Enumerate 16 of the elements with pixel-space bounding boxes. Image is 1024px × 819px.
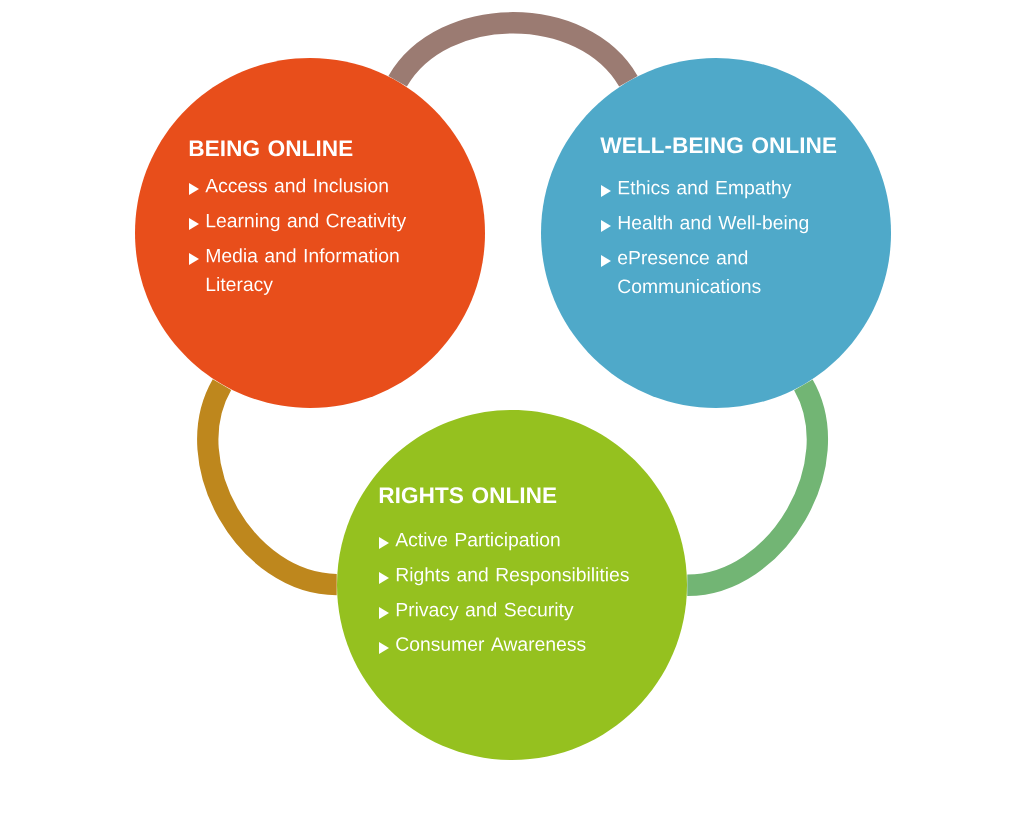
bullet-text: Media and Information Literacy [206, 248, 399, 295]
ring-segment [197, 380, 338, 596]
ring-segment [389, 12, 637, 88]
heading: BEING ONLINE [189, 140, 353, 157]
bullet-text: Active Participation [395, 532, 560, 551]
heading: RIGHTS ONLINE [379, 487, 557, 504]
bullet-text: Rights and Responsibilities [396, 567, 629, 586]
bullet-text: Privacy and Security [396, 602, 574, 621]
bullet-text: Learning and Creativity [206, 213, 407, 232]
bullet-text: Consumer Awareness [396, 637, 586, 651]
bullet-text: Access and Inclusion [205, 178, 388, 193]
heading: WELL-BEING ONLINE [600, 137, 837, 154]
bullet-text: Health and Well-being [618, 215, 808, 234]
bullet-text: Ethics and Empathy [618, 180, 792, 199]
ring-segment [686, 380, 828, 596]
bullet-text: ePresence and Communications [618, 250, 761, 294]
